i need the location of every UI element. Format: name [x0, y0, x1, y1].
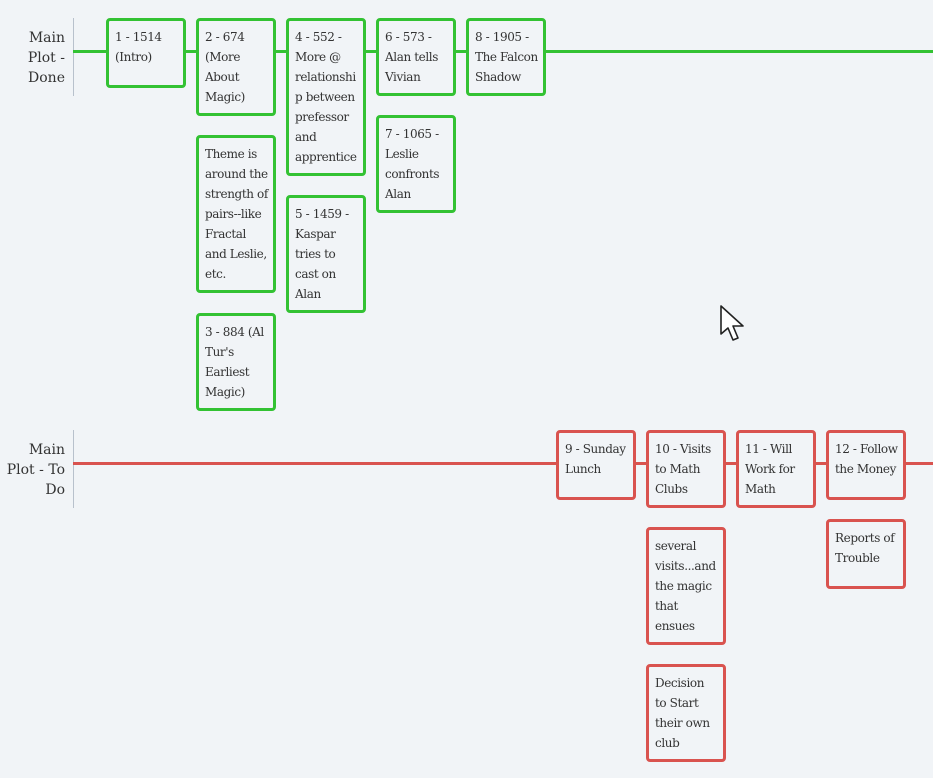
lane-divider-done: [73, 18, 74, 96]
card-4[interactable]: 4 - 552 - More @ relationship between pr…: [286, 18, 366, 176]
card-5[interactable]: 5 - 1459 - Kaspar tries to cast on Alan: [286, 195, 366, 313]
card-1[interactable]: 1 - 1514 (Intro): [106, 18, 186, 88]
card-8[interactable]: 8 - 1905 - The Falcon Shadow: [466, 18, 546, 96]
mouse-pointer-icon: [720, 305, 744, 341]
lane-line-todo: [73, 462, 933, 465]
card-12-note[interactable]: Reports of Trouble: [826, 519, 906, 589]
lane-label-done: Main Plot - Done: [27, 30, 65, 86]
card-12[interactable]: 12 - Follow the Money: [826, 430, 906, 500]
card-9[interactable]: 9 - Sunday Lunch: [556, 430, 636, 500]
lane-divider-todo: [73, 430, 74, 508]
card-10-note-visits[interactable]: several visits...and the magic that ensu…: [646, 527, 726, 645]
card-6[interactable]: 6 - 573 - Alan tells Vivian: [376, 18, 456, 96]
card-10[interactable]: 10 - Visits to Math Clubs: [646, 430, 726, 508]
card-2[interactable]: 2 - 674 (More About Magic): [196, 18, 276, 116]
card-10-note-club[interactable]: Decision to Start their own club: [646, 664, 726, 762]
card-3[interactable]: 3 - 884 (Al Tur's Earliest Magic): [196, 313, 276, 411]
card-7[interactable]: 7 - 1065 - Leslie confronts Alan: [376, 115, 456, 213]
card-2-note[interactable]: Theme is around the strength of pairs--l…: [196, 135, 276, 293]
card-11[interactable]: 11 - Will Work for Math: [736, 430, 816, 508]
lane-label-todo: Main Plot - To Do: [6, 442, 65, 498]
